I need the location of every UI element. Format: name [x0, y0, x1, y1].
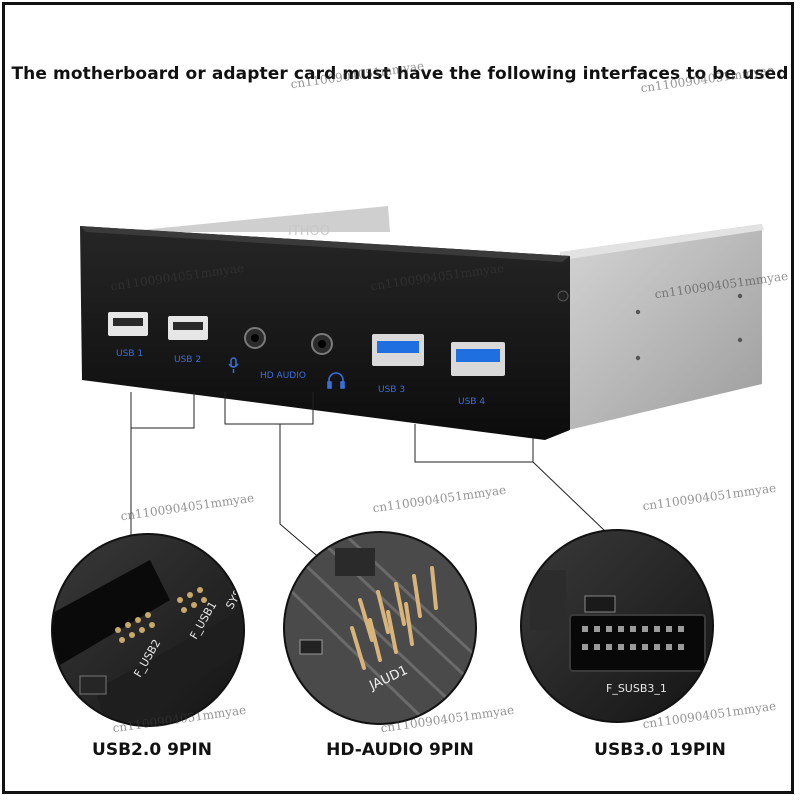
caption-usb2: USB2.0 9PIN — [92, 740, 212, 760]
brand-label: ITHOO — [288, 224, 330, 239]
usb3-label: USB 3 — [378, 385, 405, 395]
caption-usb3: USB3.0 19PIN — [594, 740, 726, 760]
f-susb3-label: F_SUSB3_1 — [606, 682, 667, 695]
connector-lines — [130, 392, 607, 561]
front-panel: ITHOO USB 1 USB 2 HD AUDIO USB 3 — [80, 224, 570, 440]
usb1-label: USB 1 — [116, 349, 143, 359]
usb4-label: USB 4 — [458, 397, 485, 407]
audio-header-zoom: JAUD1 — [283, 531, 477, 725]
microphone-icon — [228, 357, 239, 373]
drive-cage — [120, 206, 764, 432]
usb3-header-zoom: F_SUSB3_1 — [520, 529, 714, 723]
usb2-label: USB 2 — [174, 355, 201, 365]
caption-audio: HD-AUDIO 9PIN — [326, 740, 474, 760]
usb3-header-socket — [569, 614, 706, 672]
headline: The motherboard or adapter card must hav… — [11, 64, 789, 84]
headphones-icon — [327, 372, 345, 389]
usb2-header-zoom: F_USB2 F_USB1 SYS — [51, 533, 245, 727]
hd-audio-label: HD AUDIO — [260, 371, 306, 381]
